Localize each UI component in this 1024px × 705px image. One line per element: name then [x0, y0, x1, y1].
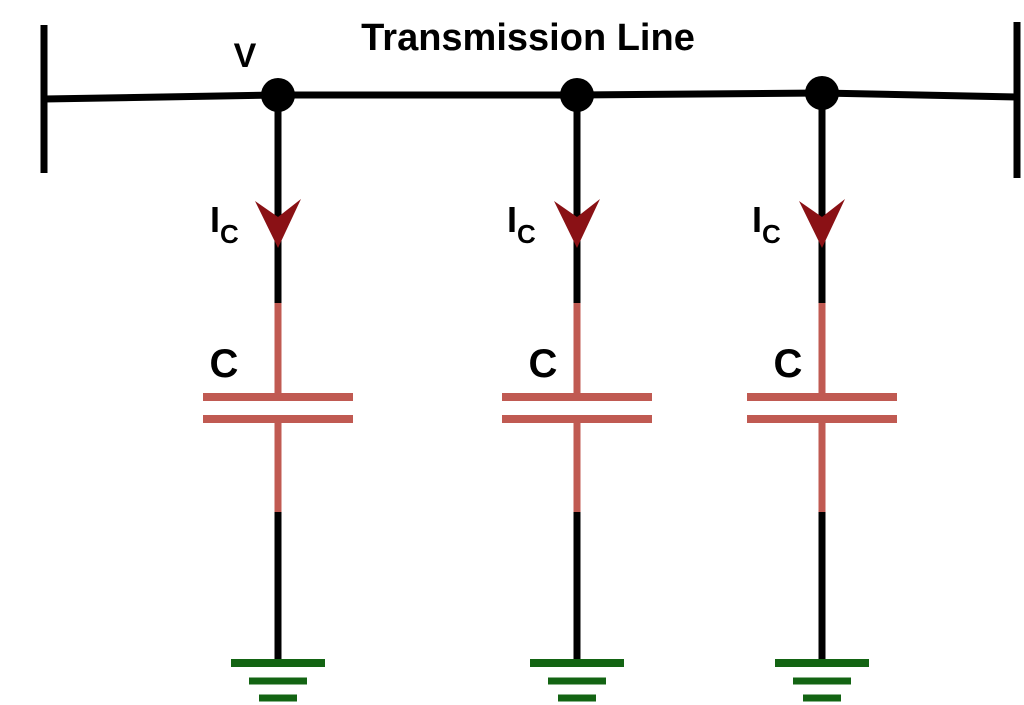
- diagram-title: Transmission Line: [361, 17, 695, 59]
- current-arrow-icon: [554, 199, 600, 248]
- node-junction-2: [560, 78, 594, 112]
- capacitor-label: C: [210, 342, 239, 386]
- capacitor-label: C: [774, 342, 803, 386]
- current-label: IC: [752, 199, 781, 249]
- shunt-branch-3: IC C: [747, 93, 897, 702]
- ground-icon: [231, 659, 325, 702]
- transmission-line-wire: [43, 89, 1018, 103]
- shunt-branch-2: IC C: [502, 95, 652, 702]
- current-label: IC: [210, 199, 239, 249]
- node-junction-1: [261, 78, 295, 112]
- ground-icon: [775, 659, 869, 702]
- voltage-label: V: [234, 37, 257, 75]
- capacitor-label: C: [529, 342, 558, 386]
- current-arrow-icon: [799, 199, 845, 248]
- current-arrow-icon: [255, 199, 301, 248]
- shunt-branch-1: IC C: [203, 95, 353, 702]
- ground-icon: [530, 659, 624, 702]
- current-label: IC: [507, 199, 536, 249]
- node-junction-3: [805, 76, 839, 110]
